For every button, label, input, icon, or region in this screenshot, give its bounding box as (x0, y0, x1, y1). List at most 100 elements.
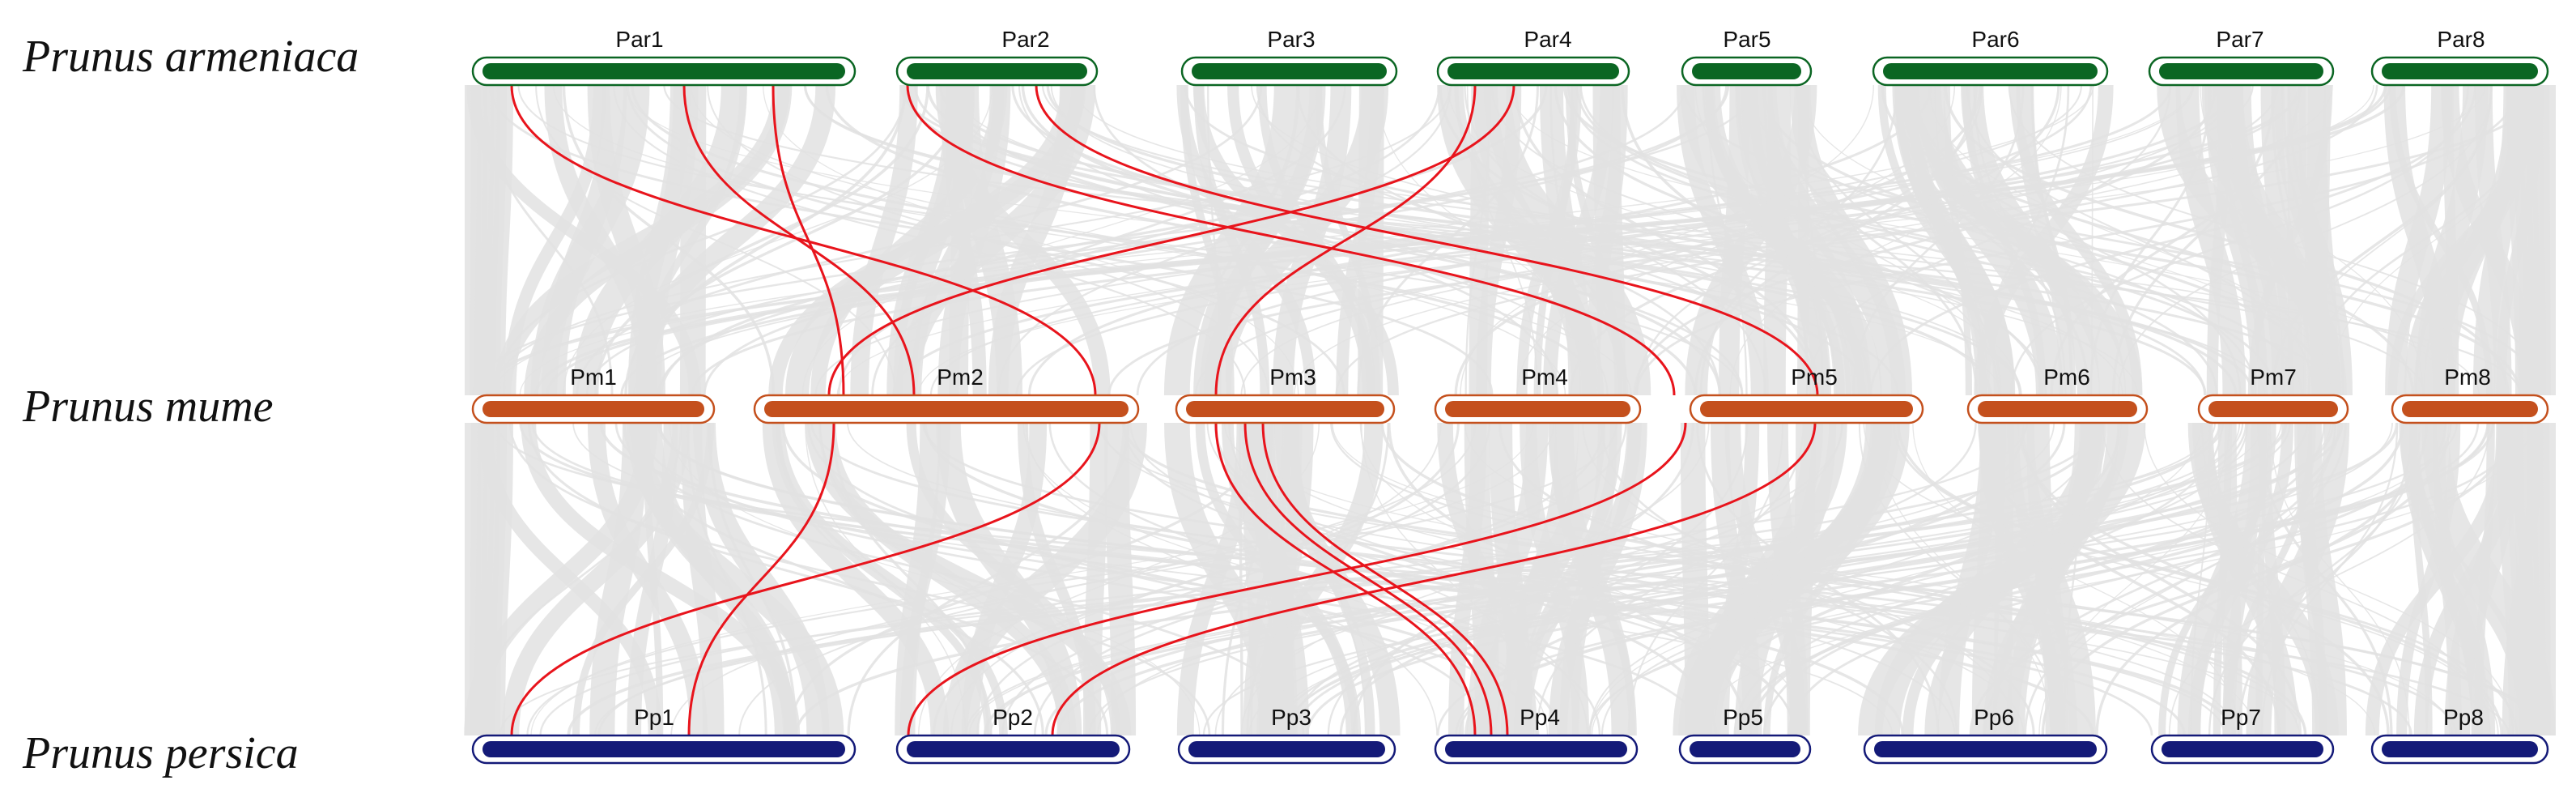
background-link (530, 422, 1534, 736)
background-link (669, 422, 1201, 736)
background-link (708, 422, 797, 736)
background-link (1805, 84, 2171, 396)
background-link (1858, 422, 2146, 736)
chromosome-Pm8: Pm8 (2391, 365, 2549, 424)
background-link (488, 84, 1494, 396)
chromosome-Pp2: Pp2 (895, 705, 1131, 765)
chromosome-label: Pp3 (1271, 705, 1311, 730)
background-link (2090, 84, 2094, 396)
background-link (1633, 84, 2217, 396)
chromosome-bar (1692, 63, 1801, 79)
background-link (638, 84, 908, 396)
background-link (1796, 84, 2002, 396)
background-link (1494, 422, 1749, 736)
background-link (499, 422, 2225, 736)
background-link (997, 84, 1452, 396)
highlighted-link (510, 84, 1097, 396)
background-link (2030, 84, 2073, 396)
background-link (781, 422, 1560, 736)
background-link (1914, 84, 2242, 396)
background-link (1600, 422, 1958, 736)
chromosome-Pp1: Pp1 (471, 705, 857, 765)
background-link (1852, 84, 2025, 396)
background-link (2271, 84, 2311, 396)
chromosome-Pp8: Pp8 (2370, 705, 2549, 765)
background-link (2043, 422, 2230, 736)
background-link (825, 84, 1697, 396)
background-link (820, 422, 1070, 736)
chromosome-bar (1690, 741, 1800, 757)
background-link (2507, 84, 2531, 396)
background-link (1101, 422, 2237, 736)
background-link (1001, 422, 1627, 736)
background-link (670, 422, 1555, 736)
background-link (495, 422, 2510, 736)
background-link (806, 422, 1488, 736)
background-link (983, 422, 2399, 736)
background-link (1270, 422, 2332, 736)
chromosome-bar (482, 63, 845, 79)
background-link (530, 84, 650, 396)
chromosome-label: Pm3 (1269, 365, 1316, 390)
background-link (1352, 422, 1694, 736)
chromosome-label: Pp7 (2221, 705, 2261, 730)
highlighted-link (1214, 422, 1477, 736)
species-label-mume: Prunus mume (22, 382, 274, 432)
background-link (1027, 84, 1932, 396)
chromosome-label: Pm8 (2444, 365, 2491, 390)
background-link (1214, 422, 1718, 736)
background-link (1992, 422, 2077, 736)
background-link (1588, 422, 2096, 736)
background-link (1934, 84, 1984, 396)
chromosome-Pm6: Pm6 (1966, 365, 2149, 424)
background-link (1464, 422, 2256, 736)
background-link (1906, 84, 1988, 396)
background-link (1305, 422, 2495, 736)
highlighted-link (510, 422, 1101, 736)
background-link (776, 422, 1008, 736)
highlighted-link (1261, 422, 1509, 736)
chromosome-Par5: Par5 (1681, 27, 1813, 87)
background-link (681, 422, 725, 736)
background-link (614, 422, 1704, 736)
background-link (691, 84, 2302, 396)
background-link (1129, 422, 1956, 736)
background-link (1881, 84, 2415, 396)
chromosome-bar (2159, 63, 2323, 79)
background-link (1749, 422, 2341, 736)
highlighted-link (1214, 84, 1477, 396)
background-link (503, 84, 606, 396)
background-link (535, 84, 896, 396)
chromosome-Par4: Par4 (1436, 27, 1630, 87)
background-link (1715, 422, 1760, 736)
chromosome-Pp5: Pp5 (1678, 705, 1812, 765)
background-link (2507, 422, 2531, 736)
chromosome-label: Pm2 (937, 365, 984, 390)
background-link (489, 84, 513, 396)
background-link (613, 84, 1246, 396)
background-link (952, 84, 2139, 396)
background-link (2157, 84, 2347, 396)
chromosome-bar (1874, 741, 2097, 757)
background-link (1184, 84, 2206, 396)
highlighted-link (1051, 422, 1817, 736)
chromosome-Par3: Par3 (1180, 27, 1398, 87)
chromosome-bar (2208, 401, 2338, 417)
chromosome-bar (2382, 63, 2538, 79)
background-link (635, 422, 1540, 736)
background-link (847, 422, 2307, 736)
background-link (585, 84, 1730, 396)
background-link (1768, 84, 1978, 396)
background-link (1554, 84, 2043, 396)
background-link (1944, 84, 2510, 396)
background-link (1387, 422, 1748, 736)
background-link (1359, 422, 1807, 736)
background-link (1620, 84, 1871, 396)
background-link (576, 84, 1263, 396)
background-link (1978, 422, 2281, 736)
chromosome-bar (1445, 401, 1630, 417)
background-link (1330, 422, 2300, 736)
chromosome-bar (1447, 63, 1619, 79)
highlighted-link (907, 422, 1687, 736)
